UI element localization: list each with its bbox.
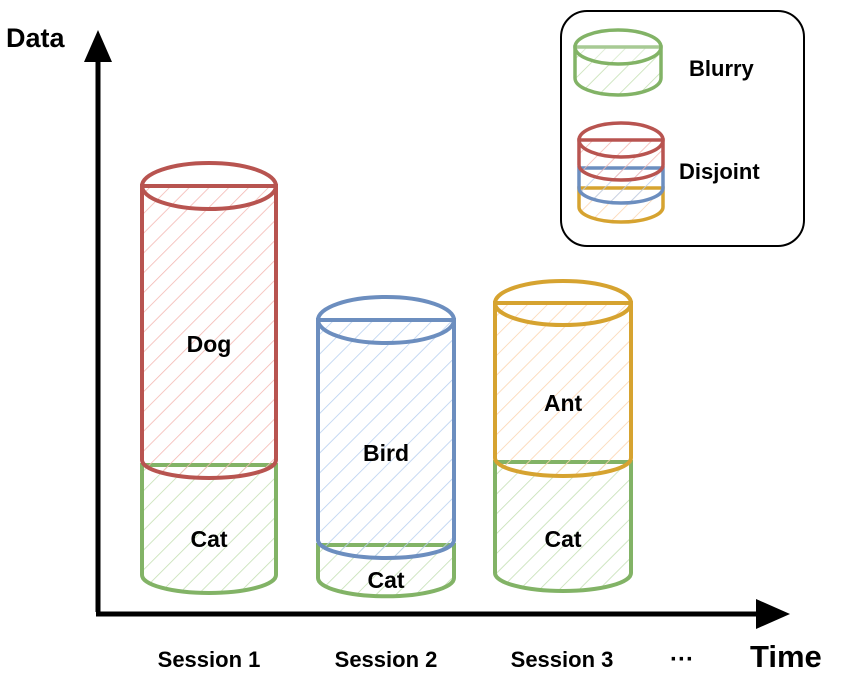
- session-1-stack: Cat Dog: [140, 161, 278, 595]
- x-axis-label: Time: [750, 639, 822, 674]
- legend-disjoint-icon: [577, 121, 665, 224]
- segment-label: Dog: [187, 331, 232, 357]
- cylinder-cat: Cat: [493, 460, 633, 593]
- legend: Blurry Disjoint: [560, 10, 805, 247]
- segment-label: Bird: [363, 440, 409, 466]
- y-axis-arrow-icon: [84, 30, 112, 62]
- x-axis: [96, 599, 790, 629]
- cylinder-bird: Bird: [316, 295, 456, 560]
- legend-blurry-label: Blurry: [689, 56, 755, 81]
- session-2-label: Session 2: [335, 647, 438, 672]
- segment-label: Ant: [544, 390, 583, 416]
- cylinder-dog: Dog: [140, 161, 278, 480]
- segment-label: Cat: [190, 526, 227, 552]
- legend-blurry-icon: [573, 28, 663, 97]
- session-3-label: Session 3: [511, 647, 614, 672]
- x-axis-arrow-icon: [756, 599, 790, 629]
- segment-label: Cat: [544, 526, 581, 552]
- session-1-label: Session 1: [158, 647, 261, 672]
- session-2-stack: Cat Bird: [316, 295, 456, 599]
- y-axis: [84, 30, 112, 612]
- segment-label: Cat: [367, 567, 404, 593]
- cylinder-ant: Ant: [493, 279, 633, 478]
- cylinder-cat: Cat: [140, 463, 278, 595]
- cylinder-cat: Cat: [316, 543, 456, 599]
- legend-disjoint-label: Disjoint: [679, 159, 760, 184]
- ellipsis-label: ···: [670, 646, 694, 673]
- session-3-stack: Cat Ant: [493, 279, 633, 593]
- y-axis-label: Data: [6, 23, 66, 53]
